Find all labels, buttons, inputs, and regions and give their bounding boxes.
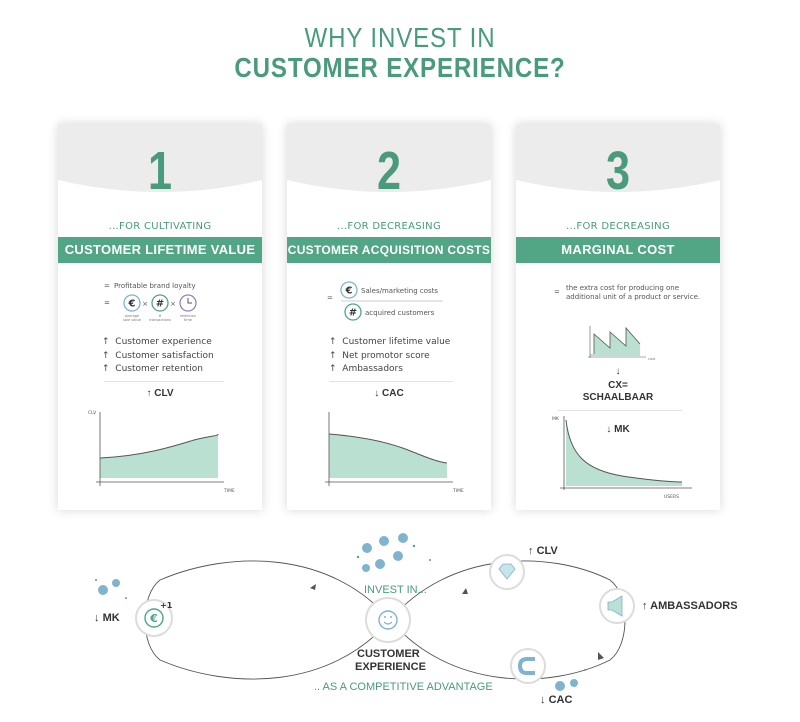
definition-equals: = xyxy=(554,288,560,296)
invest-caption: INVEST IN... xyxy=(364,584,427,596)
numerator: Sales/marketing costs xyxy=(361,287,438,295)
card-number: 1 xyxy=(147,141,173,201)
card-band-title: MARGINAL COST xyxy=(516,237,720,263)
cx-line-2: SCHAALBAAR xyxy=(582,392,654,403)
mini-chart-label: cost xyxy=(648,357,656,361)
cac-formula: € Sales/marketing costs # acquired custo… xyxy=(340,281,443,321)
card-clv: 1 ...FOR CULTIVATING CUSTOMER LIFETIME V… xyxy=(58,124,262,510)
result-mk: ↓ MK xyxy=(606,424,630,435)
list-item: ↑ Customer retention xyxy=(102,364,203,374)
down-arrow: ↓ xyxy=(615,366,621,377)
title-line-2: CUSTOMER EXPERIENCE? xyxy=(234,52,566,83)
cac-chart: TIME xyxy=(325,412,464,494)
divider xyxy=(558,410,682,411)
tagline: .. AS A COMPETITIVE ADVANTAGE xyxy=(314,681,493,693)
list-item: ↑ Customer lifetime value xyxy=(329,337,451,347)
node-ambassadors-label: ↑ AMBASSADORS xyxy=(642,600,738,612)
card-number: 2 xyxy=(376,141,402,201)
list-item: ↑ Ambassadors xyxy=(329,364,403,374)
title-line-1: WHY INVEST IN xyxy=(304,22,496,53)
formula-equals: = xyxy=(104,282,110,290)
card-number: 3 xyxy=(605,141,631,201)
formula-equals: = xyxy=(327,294,333,302)
card-header-shape xyxy=(58,124,262,192)
mk-badge: +1 xyxy=(160,601,173,610)
sawtooth-icon: cost xyxy=(588,326,656,361)
cx-line-1: CX= xyxy=(608,380,628,391)
card-subtitle: ...FOR DECREASING xyxy=(336,221,442,232)
svg-text:×: × xyxy=(170,300,176,308)
formula-equals-2: = xyxy=(104,299,110,307)
svg-text:#: # xyxy=(349,308,357,319)
list-item: ↑ Customer satisfaction xyxy=(102,350,214,361)
list-item: ↑ Customer experience xyxy=(102,337,212,347)
denominator: acquired customers xyxy=(365,309,435,317)
card-band-title: CUSTOMER LIFETIME VALUE xyxy=(58,237,262,263)
svg-text:#: # xyxy=(156,299,164,310)
node-clv-label: ↑ CLV xyxy=(528,545,558,557)
center-label-2: EXPERIENCE xyxy=(355,661,426,673)
infinity-loop: € +1 xyxy=(95,533,635,691)
card-band-title: CUSTOMER ACQUISITION COSTS xyxy=(287,237,491,263)
divider xyxy=(104,381,224,382)
list-item: ↑ Net promotor score xyxy=(329,350,430,361)
card-subtitle: ...FOR DECREASING xyxy=(565,221,671,232)
center-label-1: CUSTOMER xyxy=(357,648,420,660)
svg-text:€: € xyxy=(345,286,353,297)
formula-icons: € × # × xyxy=(123,294,197,312)
mk-chart: MK USERS xyxy=(552,416,692,500)
divider xyxy=(329,381,453,382)
result-cac: ↓ CAC xyxy=(374,388,404,399)
chart-xlabel: TIME xyxy=(452,488,464,494)
formula-item: retention time xyxy=(180,314,196,322)
svg-text:×: × xyxy=(142,300,148,308)
card-cac: 2 ...FOR DECREASING CUSTOMER ACQUISITION… xyxy=(287,124,491,510)
factor-list: ↑ Customer lifetime value ↑ Net promotor… xyxy=(329,336,450,377)
chart-xlabel: USERS xyxy=(664,494,679,500)
definition-text: the extra cost for producing one additio… xyxy=(566,284,701,301)
clv-chart: CLV TIME xyxy=(88,410,235,494)
card-header-shape xyxy=(516,124,720,192)
formula-item: average sale value xyxy=(123,314,141,322)
factor-list: ↑ Customer experience ↑ Customer satisfa… xyxy=(102,336,214,377)
node-cac-label: ↓ CAC xyxy=(540,694,573,706)
card-marginal-cost: 3 ...FOR DECREASING MARGINAL COST = the … xyxy=(516,124,720,510)
formula-label: Profitable brand loyalty xyxy=(114,282,196,290)
result-clv: ↑ CLV xyxy=(146,388,174,399)
node-mk-label: ↓ MK xyxy=(94,612,120,624)
chart-ylabel: MK xyxy=(552,416,560,422)
card-subtitle: ...FOR CULTIVATING xyxy=(108,221,212,232)
svg-text:€: € xyxy=(149,612,158,625)
chart-ylabel: CLV xyxy=(88,410,97,416)
chart-xlabel: TIME xyxy=(223,488,235,494)
formula-item: # transactions xyxy=(149,314,171,322)
svg-text:€: € xyxy=(128,299,136,310)
card-header-shape xyxy=(287,124,491,192)
